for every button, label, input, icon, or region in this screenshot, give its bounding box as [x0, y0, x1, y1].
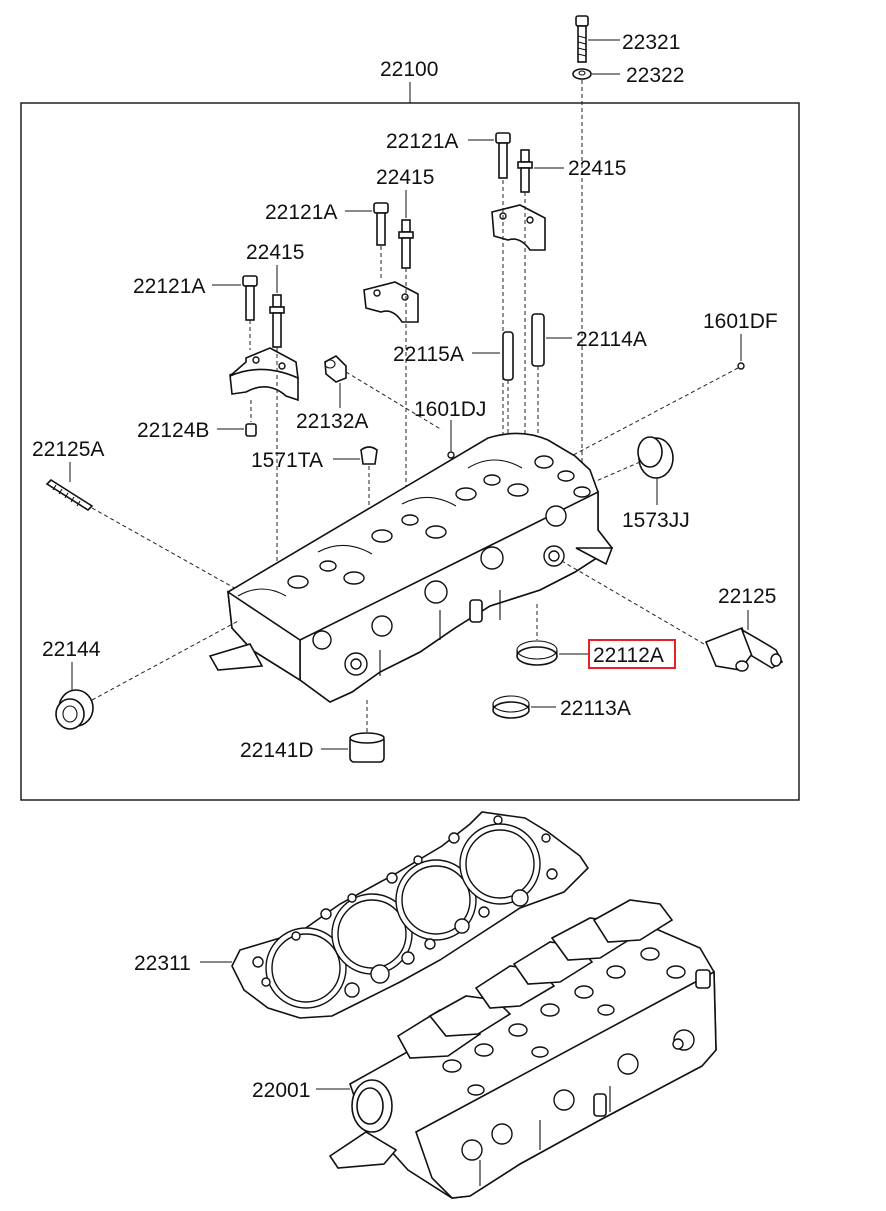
- label-1571ta: 1571TA: [251, 449, 323, 472]
- oil-seal-22144[interactable]: [55, 689, 94, 730]
- plug-1601dj[interactable]: [447, 451, 455, 459]
- label-22115a: 22115A: [393, 343, 464, 366]
- plug-1601df[interactable]: [737, 362, 745, 370]
- cup-plug-22141d[interactable]: [349, 732, 385, 763]
- guide-22115a[interactable]: [502, 331, 514, 381]
- label-22113a: 22113A: [560, 697, 631, 720]
- label-22100: 22100: [380, 58, 438, 81]
- cup-plug-1573jj[interactable]: [637, 436, 674, 479]
- label-22321: 22321: [622, 31, 680, 54]
- label-1573jj: 1573JJ: [622, 509, 690, 532]
- head-gasket-22311[interactable]: [231, 811, 590, 1019]
- cylinder-head-assembly-22001[interactable]: [328, 899, 717, 1199]
- label-22415-middle: 22415: [376, 166, 434, 189]
- label-22141d: 22141D: [240, 739, 314, 762]
- cam-cap-left[interactable]: [229, 347, 299, 402]
- label-22001: 22001: [252, 1079, 310, 1102]
- label-22415-right: 22415: [568, 157, 626, 180]
- stud-22415-right[interactable]: [517, 149, 533, 193]
- label-22121a-left: 22121A: [133, 275, 205, 298]
- label-22125: 22125: [718, 585, 776, 608]
- label-22125a: 22125A: [32, 438, 104, 461]
- cam-cap-middle[interactable]: [363, 281, 419, 323]
- valve-seat-22112a[interactable]: [516, 640, 558, 666]
- stud-22125a[interactable]: [45, 478, 94, 512]
- valve-seat-22113a[interactable]: [492, 695, 530, 719]
- label-22415-left: 22415: [246, 241, 304, 264]
- label-22121a-middle: 22121A: [265, 201, 337, 224]
- cam-cap-right[interactable]: [491, 204, 546, 251]
- label-22112a: 22112A: [593, 644, 664, 667]
- washer-22322[interactable]: [572, 68, 592, 80]
- guide-22114a[interactable]: [531, 313, 545, 367]
- assembly-frame: [20, 102, 800, 801]
- label-22311: 22311: [134, 952, 191, 975]
- sensor-22132a[interactable]: [324, 355, 347, 383]
- stud-22415-middle[interactable]: [398, 219, 414, 269]
- plug-1571ta[interactable]: [360, 446, 378, 465]
- label-22322: 22322: [626, 64, 684, 87]
- label-22144: 22144: [42, 638, 101, 661]
- label-22124b: 22124B: [137, 419, 209, 442]
- bolt-22121a-middle[interactable]: [373, 202, 389, 246]
- label-1601df: 1601DF: [703, 310, 778, 333]
- bolt-22121a-left[interactable]: [242, 275, 258, 321]
- dowel-22124b[interactable]: [245, 423, 257, 437]
- label-1601dj: 1601DJ: [414, 398, 486, 421]
- bolt-22121a-right[interactable]: [495, 132, 511, 179]
- cylinder-head-22100[interactable]: [208, 432, 614, 703]
- label-22132a: 22132A: [296, 410, 368, 433]
- label-22114a: 22114A: [576, 328, 647, 351]
- bolt-22321[interactable]: [575, 15, 589, 63]
- connector-22125[interactable]: [704, 626, 784, 672]
- highlight-box-22112a: [588, 639, 676, 669]
- stud-22415-left[interactable]: [269, 294, 285, 348]
- label-22121a-right: 22121A: [386, 130, 458, 153]
